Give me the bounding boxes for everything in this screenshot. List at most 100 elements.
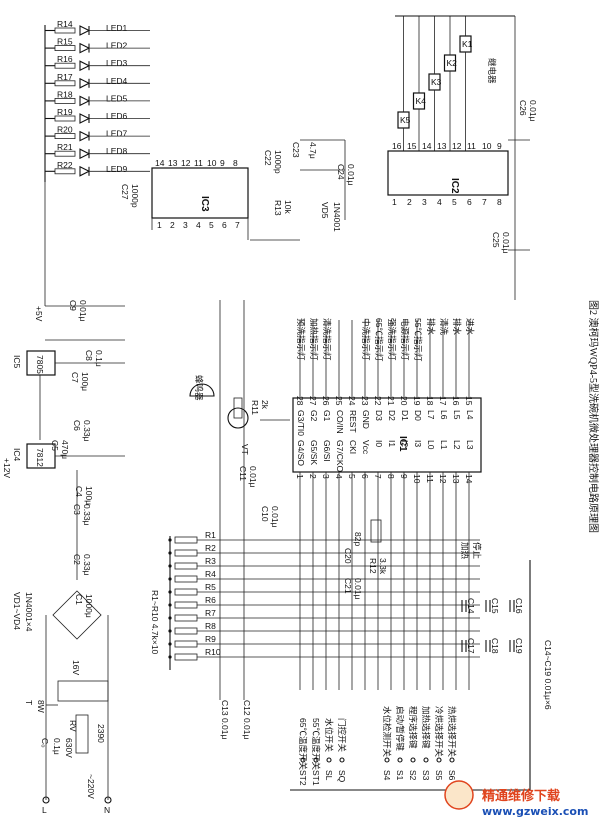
led-icon <box>79 130 91 142</box>
ic2-pin-bottom: 3 <box>422 197 427 207</box>
resistor-label: R6 <box>205 595 216 605</box>
resistor <box>174 536 198 544</box>
ic1-pin-signal: L2 <box>452 440 462 450</box>
c10-label: C10 <box>260 506 270 522</box>
watermark-url: www.gzweix.com <box>482 805 588 818</box>
led-resistor-label: R19 <box>57 107 73 117</box>
key-id: S3 <box>421 770 431 781</box>
ic3-label: IC3 <box>199 196 210 212</box>
ic1-pin-signal: G3/TI0 <box>296 410 306 436</box>
ic1-pin-signal: G2 <box>309 410 319 422</box>
ic3-pin-bottom: 4 <box>196 220 201 230</box>
ic1-pin-function: 中洗指示灯 <box>361 318 371 361</box>
ic1-pin-signal: L4 <box>465 410 475 420</box>
transformer <box>57 680 109 702</box>
ic1-body <box>292 397 482 473</box>
capacitor-label: C17 <box>466 638 476 654</box>
ic3-pin-bottom: 2 <box>170 220 175 230</box>
ic1-extra-label: 加热 <box>460 542 470 560</box>
c24-value: 0.01μ <box>346 164 356 186</box>
ic4-body <box>26 443 56 469</box>
c9-value: 0.01μ <box>78 300 88 322</box>
c6-value: 0.33μ <box>82 420 92 442</box>
ic3-pin-bottom: 1 <box>157 220 162 230</box>
ic2-pin-top: 13 <box>437 141 447 151</box>
ic2-pin-bottom: 5 <box>452 197 457 207</box>
terminal-l-label: L <box>42 805 47 815</box>
key-contact <box>384 757 390 763</box>
c13-label: C13 0.01μ <box>220 700 230 739</box>
r12-value: 3.3k <box>378 558 388 575</box>
relay-label: K3 <box>431 77 442 87</box>
ic1-pin-number: 22 <box>373 396 383 406</box>
ic1-pin-signal: I1 <box>387 440 397 447</box>
led-icon <box>79 25 91 36</box>
c26-value: 0.01μ <box>528 100 538 122</box>
ic1-pin-signal: CKI <box>348 440 358 454</box>
terminal-n-label: N <box>104 805 110 815</box>
transistor-vt <box>227 407 249 429</box>
relay-label: K1 <box>462 39 473 49</box>
ic2-pin-top: 14 <box>422 141 432 151</box>
ic1-pin-signal: Vcc <box>361 440 371 455</box>
watermark-cn: 精通维修下载 <box>482 788 560 804</box>
resistor-label: R4 <box>205 569 216 579</box>
ic1-pin-number: 20 <box>399 396 409 406</box>
ic2-pin-top: 15 <box>407 141 417 151</box>
supply-12v: +12V <box>2 458 12 478</box>
ic1-pin-signal: GND <box>361 410 371 429</box>
ic1-pin-signal: I2 <box>400 440 410 447</box>
ic3-pin-top: 8 <box>233 158 238 168</box>
c24-label: C24 <box>336 164 346 180</box>
c10-value: 0.01μ <box>270 506 280 528</box>
ic1-pin-signal: L0 <box>426 440 436 450</box>
ic3-pin-top: 14 <box>155 158 165 168</box>
key-id: S1 <box>395 770 405 781</box>
key-id: S2 <box>408 770 418 781</box>
key-function: 热烘选择开关 <box>447 706 457 758</box>
c27-value: 1000p <box>130 184 140 208</box>
c4-value: 100μ <box>84 486 94 505</box>
switch-id: SL <box>324 770 334 781</box>
switch-id: SQ <box>337 770 347 783</box>
led-label: LED8 <box>106 146 128 156</box>
r11-label: R11 <box>250 400 260 415</box>
rbank-label: R1~R10 4.7k×10 <box>150 590 160 655</box>
led-label: LED4 <box>106 76 128 86</box>
vd5-label: VD5 <box>320 202 330 219</box>
relay-label: K4 <box>416 96 427 106</box>
c0-label: C₀ <box>40 738 50 748</box>
c25-label: C25 <box>491 232 501 248</box>
supply-5v: +5V <box>34 306 44 322</box>
ic3-pin-bottom: 6 <box>222 220 227 230</box>
c11-label: C11 <box>238 466 248 481</box>
led-label: LED3 <box>106 58 128 68</box>
c8-label: C8 <box>84 350 94 361</box>
vd5-part: 1N4001 <box>332 202 342 232</box>
ic1-pin-signal: D0 <box>413 410 423 421</box>
resistor <box>174 575 198 583</box>
capacitor-label: C16 <box>514 598 524 614</box>
c26-label: C26 <box>518 100 528 116</box>
ic2-label: IC2 <box>449 178 460 194</box>
ic1-pin-function: 预洗指示灯 <box>296 318 306 361</box>
bridge-part: 1N4001×4 <box>24 592 34 632</box>
ic1-pin-signal: G7/CKO <box>335 440 345 473</box>
switch-contact <box>300 757 306 763</box>
resistor-label: R1 <box>205 530 216 540</box>
c27-label: C27 <box>120 184 130 200</box>
r12-label: R12 <box>368 558 378 574</box>
resistor-label: R10 <box>205 647 221 657</box>
c11-value: 0.01μ <box>248 466 258 488</box>
key-contact <box>436 757 442 763</box>
relay-label: K2 <box>447 58 458 68</box>
ic1-pin-function: 进水 <box>465 318 475 336</box>
c8-value: 0.1μ <box>94 350 104 367</box>
resistor-label: R2 <box>205 543 216 553</box>
ic1-pin-number: 15 <box>464 396 474 406</box>
resistor-label: R9 <box>205 634 216 644</box>
ic1-pin-signal: L5 <box>452 410 462 420</box>
ic1-pin-signal: G6/SI <box>322 440 332 462</box>
